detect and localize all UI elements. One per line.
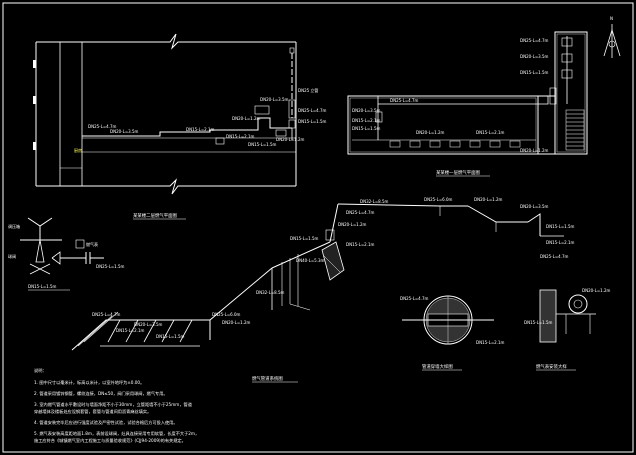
pipe-label-4: DN20-L=1.2m: [232, 116, 261, 121]
legend-symbols: 调压箱 球阀 燃气表 DN25-L=1.5m DN15-L=1.5m: [8, 217, 125, 291]
legend-valve: 球阀: [8, 253, 16, 259]
riser-label: DN25 立管: [298, 87, 318, 93]
sys-pipe-2: DN20-L=3.5m: [134, 322, 163, 327]
plan-right-pipe-3: DN15-L=2.1m: [352, 118, 381, 123]
plan-upper: DN25-L=4.7m DN20-L=3.5m DN15-L=2.1m DN20…: [33, 33, 327, 220]
notes-heading: 说明：: [34, 367, 47, 374]
legend-pipe-spec: DN25-L=1.5m: [96, 264, 125, 269]
sys-pipe-1: DN25-L=4.7m: [92, 312, 121, 317]
plan-upper-title: 某某楼二层燃气平面图: [133, 212, 178, 219]
sys-pipe-6: DN20-L=1.2m: [222, 320, 251, 325]
pipe-label-1: DN25-L=4.7m: [88, 124, 117, 129]
plan-right-pipe-1: DN25-L=4.7m: [390, 98, 419, 103]
sys-pipe-17: DN25-L=4.7m: [540, 254, 569, 259]
notes-line-1: 1. 图中尺寸以毫米计，标高以米计，以室外地坪为±0.00。: [34, 379, 144, 386]
plan-right-pipe-10: DN20-L=1.2m: [520, 148, 549, 153]
detail-a-title: 管道穿墙大样图: [422, 363, 453, 370]
sys-pipe-8: DN40-L=5.3m: [296, 258, 325, 263]
plan-right: DN25-L=4.7m DN20-L=3.5m DN15-L=2.1m DN15…: [347, 31, 588, 177]
system-diagram: DN25-L=4.7m DN20-L=3.5m DN15-L=2.1m DN15…: [71, 197, 575, 383]
notes-line-7: 施工应符合《城镇燃气室内工程施工与质量验收规范》(CJJ94-2009)的有关规…: [34, 437, 186, 444]
detail-a: DN25-L=4.7m DN15-L=2.1m 管道穿墙大样图: [400, 295, 505, 371]
room-label: 厨房: [74, 147, 82, 153]
plan-right-pipe-8: DN20-L=3.5m: [520, 54, 549, 59]
detail-a-label-2: DN15-L=2.1m: [476, 340, 505, 345]
sys-pipe-13: DN20-L=1.2m: [474, 197, 503, 202]
north-arrow: N: [603, 16, 621, 58]
notes-line-2: 2. 管道采用镀锌钢管，螺纹连接，DN≤50，阀门采用球阀，燃气专用。: [34, 390, 168, 397]
sys-pipe-16: DN15-L=2.1m: [546, 240, 575, 245]
pipe-label-6: DN15-L=2.1m: [226, 134, 255, 139]
pipe-label-8: DN20-L=1.2m: [276, 137, 305, 142]
sys-pipe-18: DN15-L=1.5m: [290, 236, 319, 241]
detail-b-label-2: DN15-L=1.5m: [524, 320, 553, 325]
plan-right-pipe-4: DN15-L=1.5m: [352, 126, 381, 131]
pipe-label-2: DN20-L=3.5m: [110, 129, 139, 134]
detail-b: DN20-L=1.2m DN15-L=1.5m 燃气表安装大样: [524, 288, 611, 371]
pipe-label-9: DN25-L=4.7m: [298, 108, 327, 113]
legend-meter: 燃气表: [86, 241, 98, 247]
notes-block: 说明： 1. 图中尺寸以毫米计，标高以米计，以室外地坪为±0.00。 2. 管道…: [34, 367, 199, 444]
detail-b-label-1: DN20-L=1.2m: [582, 288, 611, 293]
detail-b-title: 燃气表安装大样: [536, 363, 567, 370]
plan-right-pipe-5: DN20-L=1.2m: [416, 130, 445, 135]
pipe-label-5: DN20-L=3.5m: [260, 97, 289, 102]
plan-right-title: 某某楼一层燃气平面图: [436, 169, 481, 176]
detail-a-label-1: DN25-L=4.7m: [400, 296, 429, 301]
sys-pipe-12: DN25-L=6.0m: [424, 197, 453, 202]
north-label: N: [610, 16, 613, 21]
system-diagram-title: 燃气管道系统图: [252, 375, 283, 382]
pipe-label-3: DN15-L=2.1m: [186, 127, 215, 132]
sys-pipe-4: DN15-L=1.5m: [156, 334, 185, 339]
notes-line-6: 5. 燃气表安装高度距地面1.8m，表前设球阀，灶具连接采用专用软管，长度不大于…: [34, 430, 199, 437]
pipe-label-7: DN15-L=1.5m: [248, 142, 277, 147]
pipe-label-10: DN15-L=1.5m: [298, 119, 327, 124]
notes-line-5: 4. 管道安装完毕后应进行强度试验及严密性试验，试验合格后方可投入使用。: [34, 419, 178, 426]
sys-pipe-15: DN15-L=1.5m: [546, 224, 575, 229]
sys-pipe-5: DN25-L=6.0m: [212, 312, 241, 317]
sys-pipe-14: DN20-L=3.5m: [520, 204, 549, 209]
legend-regulator: 调压箱: [8, 223, 20, 229]
sys-pipe-9: DN15-L=2.1m: [346, 242, 375, 247]
sys-pipe-11: DN32-L=8.5m: [360, 199, 389, 204]
sys-pipe-19: DN20-L=1.2m: [338, 222, 367, 227]
sys-pipe-3: DN15-L=2.1m: [116, 328, 145, 333]
sys-pipe-10: DN25-L=4.7m: [346, 210, 375, 215]
sys-pipe-7: DN32-L=8.5m: [256, 290, 285, 295]
plan-right-pipe-9: DN15-L=1.5m: [520, 70, 549, 75]
notes-line-4: 穿越墙体及楼板处应设钢套管，套管与管道间用沥青麻丝填实。: [34, 408, 151, 415]
legend-pipe-spec-2: DN15-L=1.5m: [28, 284, 57, 289]
plan-right-pipe-6: DN15-L=2.1m: [476, 130, 505, 135]
notes-line-3: 3. 室内燃气管道水平敷设时与墙面净距不小于30mm，立管距墙不小于25mm，管…: [34, 401, 193, 408]
plan-right-pipe-7: DN25-L=4.7m: [520, 38, 549, 43]
plan-right-pipe-2: DN20-L=3.5m: [352, 108, 381, 113]
